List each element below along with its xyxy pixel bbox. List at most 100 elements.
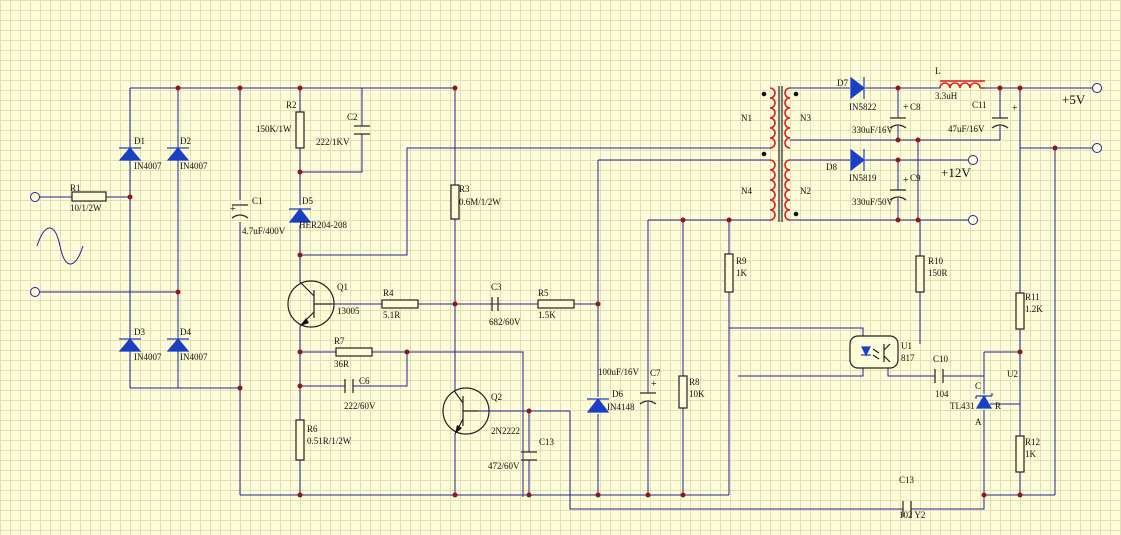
c2-value: 222/1KV — [316, 137, 350, 147]
r8-ref: R8 — [689, 377, 700, 387]
resistor-r12 — [1015, 435, 1025, 473]
capacitor-c3 — [491, 297, 499, 311]
resistor-r11 — [1015, 292, 1025, 330]
diode-d1 — [118, 147, 142, 161]
r9-ref: R9 — [736, 256, 747, 266]
c6-ref: C6 — [359, 376, 370, 386]
l-ref: L — [935, 66, 941, 76]
labels: R1 10/1/2W D1 IN4007 D2 IN4007 D3 IN4007… — [70, 66, 1086, 520]
winding-n4 — [769, 159, 776, 221]
diode-d2 — [166, 147, 190, 161]
capacitor-c11 — [991, 117, 1009, 129]
r10-ref: R10 — [928, 256, 944, 266]
d8-value: IN5819 — [849, 173, 877, 183]
resistor-r10 — [915, 255, 925, 293]
d1-ref: D1 — [134, 136, 145, 146]
out-gnd-terminal — [1092, 143, 1102, 153]
c8-value: 330uF/16V — [852, 125, 894, 135]
c1-ref: C1 — [252, 196, 263, 206]
optocoupler-u1 — [849, 335, 899, 369]
c13b-ref: C13 — [899, 475, 915, 485]
diode-d8 — [850, 148, 865, 172]
r7-value: 36R — [334, 359, 349, 369]
tl431-pin-a: A — [975, 417, 982, 427]
r11-value: 1.2K — [1025, 304, 1043, 314]
resistor-r2 — [295, 111, 305, 149]
d5-value: HER204-208 — [299, 220, 347, 230]
r5-ref: R5 — [538, 288, 549, 298]
capacitors — [231, 117, 1009, 517]
tl431-pin-c: C — [975, 381, 981, 391]
resistor-r1 — [71, 191, 107, 202]
d1-value: IN4007 — [134, 161, 162, 171]
u2-value: TL431 — [950, 401, 975, 411]
r2-value: 150K/1W — [256, 124, 292, 134]
diode-d5 — [288, 208, 312, 223]
transistor-q1 — [287, 280, 335, 328]
out-12v-gnd-terminal — [968, 215, 978, 225]
c11-plus: + — [1012, 103, 1018, 114]
diode-d7 — [850, 76, 865, 100]
r1-ref: R1 — [70, 183, 81, 193]
c6-value: 222/60V — [344, 401, 376, 411]
inductor-l — [939, 80, 985, 89]
ac-terminal-2 — [30, 287, 40, 297]
q2-value: 2N2222 — [491, 426, 520, 436]
capacitor-c7 — [639, 392, 657, 405]
c10-ref: C10 — [933, 354, 949, 364]
diode-d4 — [166, 338, 190, 352]
resistor-r3 — [450, 184, 460, 220]
c9-plus: + — [903, 175, 909, 186]
c9-ref: C9 — [910, 173, 921, 183]
c2-ref: C2 — [347, 112, 358, 122]
n3-label: N3 — [800, 113, 811, 123]
ac-terminal-1 — [30, 192, 40, 202]
c7-plus: + — [651, 379, 657, 390]
c7-ref: C7 — [650, 368, 661, 378]
l-value: 3.3uH — [935, 91, 958, 101]
d2-value: IN4007 — [180, 161, 208, 171]
r10-value: 150R — [928, 268, 948, 278]
resistor-r8 — [678, 375, 688, 409]
transistor-q2 — [442, 387, 490, 435]
capacitor-c1 — [231, 204, 249, 219]
diode-d3 — [118, 338, 142, 352]
n1-label: N1 — [741, 113, 752, 123]
q2-ref: Q2 — [491, 392, 502, 402]
r3-value: 0.6M/1/2W — [459, 197, 501, 207]
shunt-regulator-u2 — [975, 393, 993, 409]
d6-value: IN4148 — [607, 402, 635, 412]
c1-value: 4.7uF/400V — [242, 226, 286, 236]
capacitor-c2 — [354, 125, 370, 135]
diodes — [118, 76, 865, 413]
resistor-r9 — [724, 253, 734, 293]
c11-ref: C11 — [972, 100, 987, 110]
ac-source-sine-icon — [36, 227, 84, 265]
r6-value: 0.51R/1/2W — [307, 436, 352, 446]
resistor-r6 — [295, 419, 305, 461]
r4-value: 5.1R — [383, 310, 400, 320]
capacitor-c9 — [889, 189, 907, 201]
r2-ref: R2 — [286, 100, 297, 110]
n4-label: N4 — [741, 186, 752, 196]
c7-value: 100uF/16V — [598, 367, 640, 377]
resistor-r7 — [335, 347, 373, 357]
q1-ref: Q1 — [337, 282, 348, 292]
n2-label: N2 — [800, 186, 811, 196]
r5-value: 1.5K — [538, 310, 556, 320]
winding-n3 — [784, 87, 791, 149]
c3-value: 682/60V — [489, 317, 521, 327]
capacitor-c6 — [344, 379, 354, 393]
winding-n2 — [784, 159, 791, 221]
d7-value: IN5822 — [849, 102, 877, 112]
c10-value: 104 — [935, 389, 949, 399]
out-5v-terminal — [1092, 83, 1102, 93]
terminals — [30, 83, 1102, 297]
c13a-ref: C13 — [539, 437, 555, 447]
c13a-value: 472/60V — [488, 461, 520, 471]
junction-dots — [127, 85, 1058, 498]
resistors — [71, 111, 1025, 473]
d7-ref: D7 — [837, 78, 848, 88]
out-12v-terminal — [968, 155, 978, 165]
